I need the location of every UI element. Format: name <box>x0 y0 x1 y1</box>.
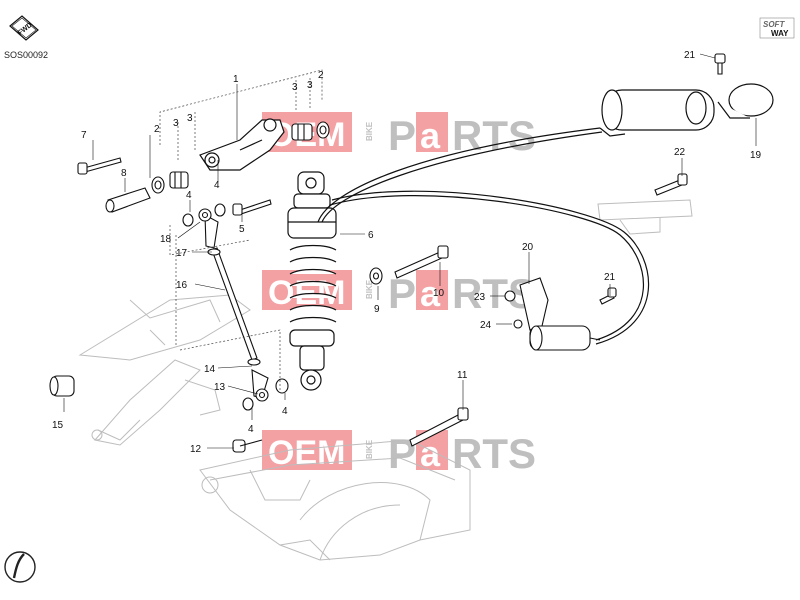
callout-l13: 13 <box>214 382 226 393</box>
logo-mark-icon <box>4 551 36 583</box>
rocker-link <box>199 118 285 171</box>
callout-l20: 20 <box>522 242 534 253</box>
callout-l18: 18 <box>160 234 172 245</box>
callout-l6: 6 <box>368 230 374 241</box>
callout-l11: 11 <box>457 370 468 381</box>
callout-l2b: 2 <box>318 70 324 81</box>
callout-l4a: 4 <box>186 190 192 201</box>
brand-badge: SOFT WAY <box>759 17 795 39</box>
leader-lines <box>63 53 757 449</box>
callout-l14: 14 <box>204 364 216 375</box>
callout-l16: 16 <box>176 280 188 291</box>
watermark-part3: P <box>388 430 416 477</box>
bracket-faint <box>597 199 693 235</box>
watermark-bottom: OEM BIKE P a RTS <box>262 430 536 477</box>
callout-l23: 23 <box>474 292 486 303</box>
watermark-part1: OEM <box>268 434 345 472</box>
callout-l7: 7 <box>81 130 87 141</box>
document-code: SOS00092 <box>4 50 49 60</box>
callout-l3c: 3 <box>292 82 298 93</box>
callout-labels: 1 2 2 3 3 3 3 4 4 4 4 5 6 7 8 9 10 11 12… <box>52 50 762 455</box>
forward-arrow-icon: FWD <box>9 15 39 41</box>
shock-absorber <box>287 171 337 391</box>
callout-l1: 1 <box>233 74 239 85</box>
callout-l4b: 4 <box>214 180 220 191</box>
callout-l19: 19 <box>750 150 762 161</box>
watermark-middle: OEM BIKE P a RTS <box>262 270 536 317</box>
callout-l8: 8 <box>121 168 127 179</box>
frame-outline <box>78 294 251 446</box>
callout-l3b: 3 <box>187 113 193 124</box>
callout-l15: 15 <box>52 420 64 431</box>
preload-adjuster <box>519 277 601 351</box>
callout-l4c: 4 <box>248 424 254 435</box>
watermark-part4: a <box>420 433 441 474</box>
callout-l24: 24 <box>480 320 492 331</box>
watermark-part4: a <box>420 115 441 156</box>
callout-l5: 5 <box>239 224 245 235</box>
callout-l21a: 21 <box>684 50 696 61</box>
remote-reservoir <box>599 83 774 137</box>
hoses <box>317 127 650 345</box>
badge-line2: WAY <box>771 29 789 38</box>
rubber-bumper <box>49 375 75 397</box>
watermark-part2: BIKE <box>365 279 374 299</box>
callout-l2a: 2 <box>154 124 160 135</box>
pull-rod <box>198 208 269 402</box>
watermark-part3: P <box>388 112 416 159</box>
callout-l3a: 3 <box>173 118 179 129</box>
watermark-part2: BIKE <box>365 121 374 141</box>
callout-l12: 12 <box>190 444 202 455</box>
watermark-part4: a <box>420 273 441 314</box>
callout-l9: 9 <box>374 304 380 315</box>
group-brackets <box>159 69 323 390</box>
callout-l10: 10 <box>433 288 445 299</box>
callout-l4d: 4 <box>282 406 288 417</box>
watermark-part5: RTS <box>452 112 536 159</box>
callout-l21b: 21 <box>604 272 616 283</box>
callout-l3d: 3 <box>307 80 313 91</box>
callout-l22: 22 <box>674 147 686 158</box>
watermark-part2: BIKE <box>365 439 374 459</box>
swingarm-outline <box>199 439 471 561</box>
callout-l17: 17 <box>176 248 188 259</box>
watermark-part5: RTS <box>452 430 536 477</box>
badge-line1: SOFT <box>763 20 785 29</box>
bushings <box>105 121 330 227</box>
watermark-part3: P <box>388 270 416 317</box>
